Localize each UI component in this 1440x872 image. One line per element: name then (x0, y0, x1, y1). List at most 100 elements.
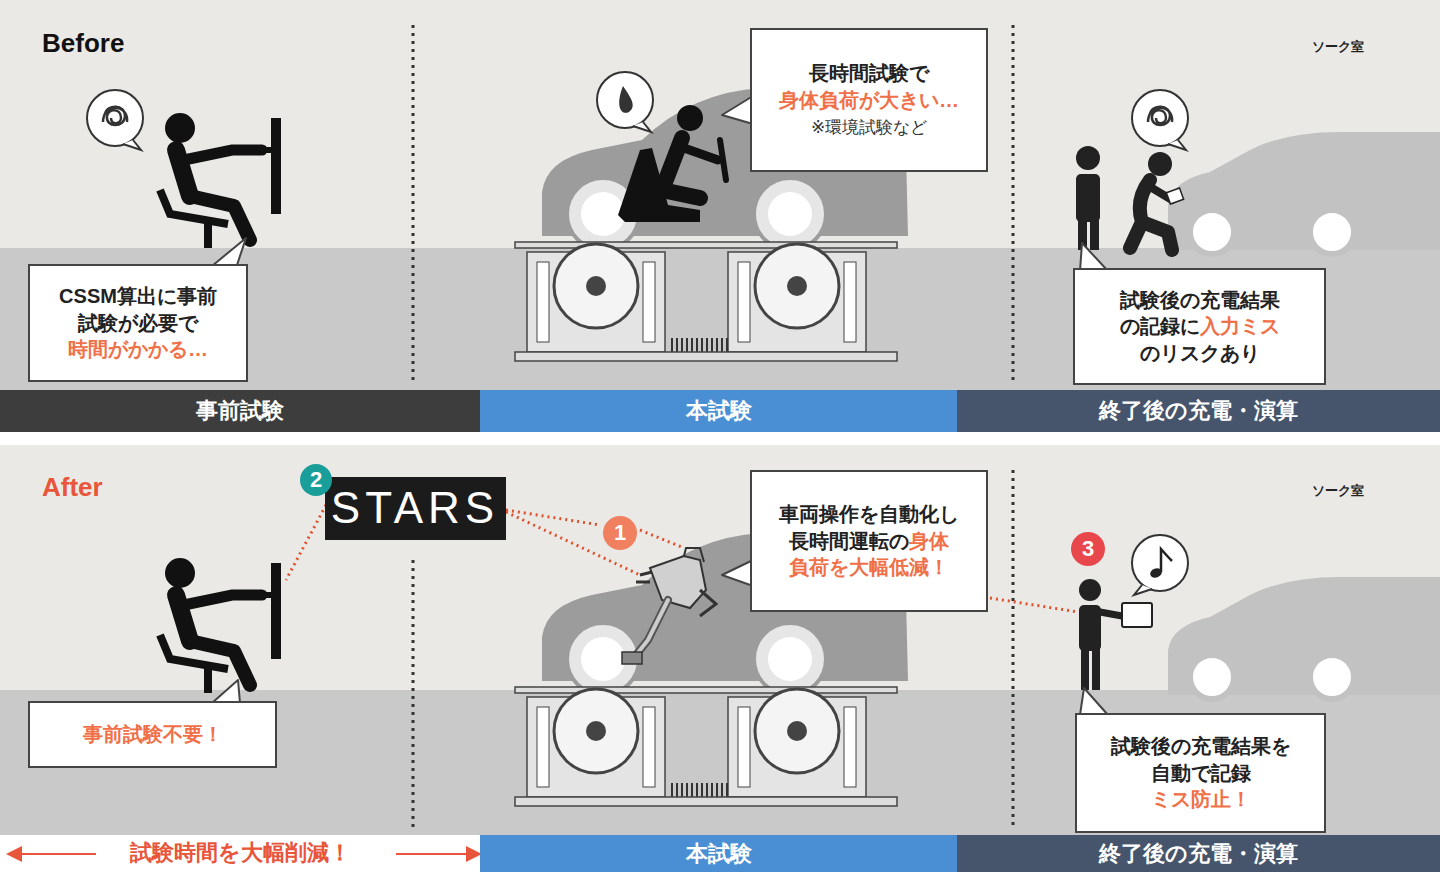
illustration-part (1132, 535, 1188, 591)
illustration-part (597, 72, 653, 128)
text-line: 試験後の充電結果 (1120, 289, 1280, 311)
text-line: STARS (331, 483, 499, 532)
speech-bubble: 試験後の充電結果を 自動で記録ミス防止！ (1075, 713, 1326, 833)
illustration-part (515, 687, 897, 806)
text-wrap: 事前試験不要！ (83, 721, 223, 747)
text-wrap: 事前試験 (196, 396, 284, 425)
illustration-part (1076, 146, 1100, 170)
text-line: 身体 (909, 530, 949, 552)
text-line: のリスクあり (1140, 342, 1260, 364)
phase-bar: 事前試験 (0, 390, 480, 432)
callout-number: 3 (1082, 536, 1094, 561)
illustration-part (632, 600, 668, 660)
illustration-part (1081, 646, 1089, 690)
phase-bar: 本試験 (480, 835, 957, 872)
panel-title: After (42, 472, 103, 503)
illustration-part (1166, 188, 1183, 204)
phase-bar: 本試験 (480, 390, 957, 432)
callout-number: 3 (1071, 532, 1105, 566)
illustration-part (640, 530, 684, 548)
text-line: の記録に (1120, 315, 1200, 337)
reduction-label: 試験時間を大幅削減！ (130, 838, 351, 868)
node-text: ※環境試験など (811, 118, 927, 137)
illustration-part (722, 560, 753, 586)
illustration-part (684, 148, 718, 160)
node-text: 入力ミス (1200, 315, 1280, 337)
illustration-part (700, 590, 716, 616)
illustration-part (1122, 603, 1152, 627)
node-text: 長時間試験で (809, 62, 929, 84)
node-text: STARS (331, 483, 499, 532)
node-text: 事前試験不要！ (83, 723, 223, 745)
room-label: ソーク室 (1312, 482, 1364, 500)
text-wrap: 試験後の充電結果を 自動で記録ミス防止！ (1111, 733, 1291, 812)
illustration-part (14, 853, 96, 855)
illustration-part (633, 122, 651, 132)
text-wrap: 本試験 (686, 396, 752, 425)
text-line: 身体負荷が大きい… (779, 89, 959, 111)
speech-bubble: 事前試験不要！ (28, 701, 277, 768)
text-wrap: 終了後の充電・演算 (1099, 396, 1298, 425)
callout-number: 2 (300, 464, 332, 496)
illustration-part (677, 105, 703, 131)
node-text: のリスクあり (1140, 342, 1260, 364)
callout-number: 1 (603, 516, 637, 550)
illustration-part (1090, 218, 1099, 250)
text-wrap: 車両操作を自動化し 長時間運転の身体 負荷を大幅低減！ (779, 501, 959, 580)
text-line: 1 (614, 520, 626, 545)
illustration-part (1076, 174, 1100, 222)
illustration-part (990, 598, 1078, 612)
text-line: 試験が必要で (78, 312, 198, 334)
text-wrap: 試験後の充電結果 の記録に入力ミスのリスクあり (1120, 287, 1280, 366)
text-line: 本試験 (686, 398, 752, 423)
illustration-part (412, 560, 415, 830)
phase-bar: 終了後の充電・演算 (957, 835, 1440, 872)
text-wrap: 本試験 (686, 839, 752, 868)
text-wrap: CSSM算出に事前 試験が必要で時間がかかる… (59, 283, 217, 362)
node-text: 時間がかかる… (68, 338, 208, 360)
illustration-part (1134, 585, 1152, 595)
phase-bar: 終了後の充電・演算 (957, 390, 1440, 432)
illustration-part (0, 248, 1440, 390)
text-wrap: 1 (614, 518, 626, 547)
illustration-part (1079, 579, 1101, 601)
illustration-part (1080, 688, 1108, 715)
illustration-part (1012, 470, 1015, 830)
illustration-part (412, 25, 415, 380)
node-text: ミス防止！ (1151, 788, 1251, 810)
illustration-part (622, 652, 642, 664)
text-line: 時間がかかる… (68, 338, 208, 360)
text-wrap: 終了後の充電・演算 (1099, 839, 1298, 868)
illustration-part (506, 512, 640, 575)
illustration-part (684, 548, 704, 562)
node-text: 終了後の充電・演算 (1099, 398, 1298, 423)
node-text: 終了後の充電・演算 (1099, 841, 1298, 866)
text-line: 車両操作を自動化し (779, 503, 959, 525)
illustration-part (632, 600, 668, 660)
illustration-part (1132, 90, 1188, 150)
room-label: ソーク室 (1312, 38, 1364, 56)
text-line: 本試験 (686, 841, 752, 866)
speech-bubble: 長時間試験で身体負荷が大きい… ※環境試験など (750, 28, 988, 172)
system-logo: STARS (325, 477, 506, 540)
text-line: 事前試験不要！ (83, 723, 223, 745)
illustration-part (0, 690, 1440, 835)
illustration-part (650, 556, 706, 608)
illustration-part (722, 96, 753, 124)
illustration-part (1100, 612, 1122, 616)
node-text: 本試験 (686, 398, 752, 423)
text-line: 終了後の充電・演算 (1099, 841, 1298, 866)
text-wrap: 2 (310, 465, 322, 494)
callout-number: 2 (310, 467, 322, 492)
illustration-part (286, 505, 326, 580)
illustration-part (1132, 535, 1188, 595)
text-line: ※環境試験など (811, 118, 927, 137)
illustration-part (1076, 146, 1184, 250)
illustration-part (87, 90, 143, 150)
text-wrap: 3 (1082, 534, 1094, 563)
illustration-part (1080, 243, 1108, 271)
text-line: 事前試験 (196, 398, 284, 423)
text-wrap: 長時間試験で身体負荷が大きい… ※環境試験など (779, 60, 959, 139)
node-text: 事前試験 (196, 398, 284, 423)
